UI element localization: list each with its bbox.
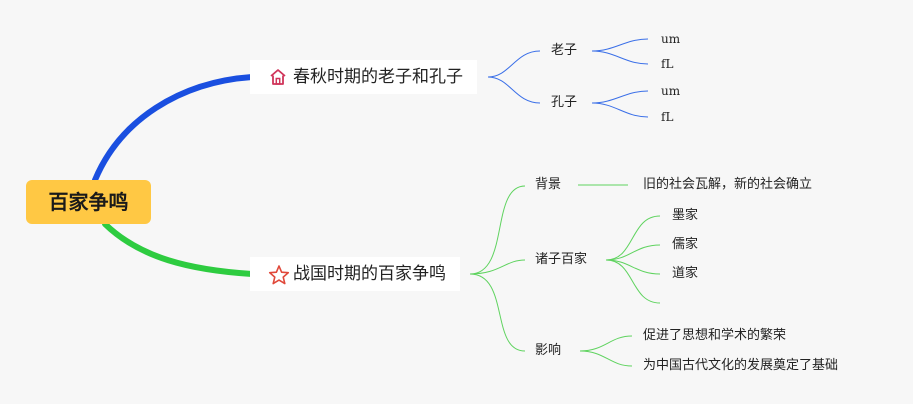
connector-root-to-branch-2 <box>102 221 255 277</box>
connector-laozi-to-fl <box>591 50 649 65</box>
connector-schools-to-rujia <box>605 244 661 261</box>
connector-influence-to-leaf-2 <box>579 350 633 367</box>
connector-schools-to-daojia <box>605 259 661 275</box>
branch-node-warring-states[interactable]: 战国时期的百家争鸣 <box>250 257 460 291</box>
connector-schools-to-tail <box>605 259 661 304</box>
connector-branch1-to-kongzi <box>487 76 541 104</box>
connector-laozi-to-um <box>591 38 649 52</box>
connector-branch2-to-background <box>469 185 526 275</box>
branch-label: 战国时期的百家争鸣 <box>293 264 446 284</box>
connector-schools-to-mojia <box>605 215 661 261</box>
root-node[interactable]: 百家争鸣 <box>26 180 151 224</box>
topic-node-influence[interactable]: 影响 <box>535 342 562 360</box>
topic-node-laozi[interactable]: 老子 <box>551 42 578 60</box>
leaf-node-mohism[interactable]: 墨家 <box>672 208 699 223</box>
topic-node-kongzi[interactable]: 孔子 <box>551 94 578 112</box>
leaf-node-laozi-2[interactable]: fL <box>661 57 674 71</box>
branch-node-spring-autumn[interactable]: 春秋时期的老子和孔子 <box>250 60 477 94</box>
topic-node-background[interactable]: 背景 <box>535 176 562 194</box>
connector-root-to-branch-1 <box>92 74 255 183</box>
connector-branch2-to-influence <box>469 273 526 352</box>
leaf-node-taoism[interactable]: 道家 <box>672 266 699 281</box>
house-icon <box>268 67 288 87</box>
leaf-node-confucianism[interactable]: 儒家 <box>672 237 699 252</box>
connector-kongzi-to-um <box>591 90 649 104</box>
topic-node-hundred-schools[interactable]: 诸子百家 <box>535 251 588 269</box>
leaf-node-influence-2[interactable]: 为中国古代文化的发展奠定了基础 <box>643 358 839 373</box>
connector-branch1-to-laozi <box>487 50 541 78</box>
star-icon <box>268 264 290 285</box>
leaf-node-laozi-1[interactable]: um <box>661 32 681 46</box>
connector-kongzi-to-fl <box>591 102 649 118</box>
leaf-node-kongzi-2[interactable]: fL <box>661 110 674 124</box>
leaf-node-influence-1[interactable]: 促进了思想和学术的繁荣 <box>643 328 787 343</box>
connector-branch2-to-schools <box>469 259 526 275</box>
leaf-node-kongzi-1[interactable]: um <box>661 84 681 98</box>
connector-influence-to-leaf-1 <box>579 335 633 352</box>
leaf-node-background-detail[interactable]: 旧的社会瓦解，新的社会确立 <box>643 177 813 192</box>
branch-label: 春秋时期的老子和孔子 <box>293 67 463 87</box>
